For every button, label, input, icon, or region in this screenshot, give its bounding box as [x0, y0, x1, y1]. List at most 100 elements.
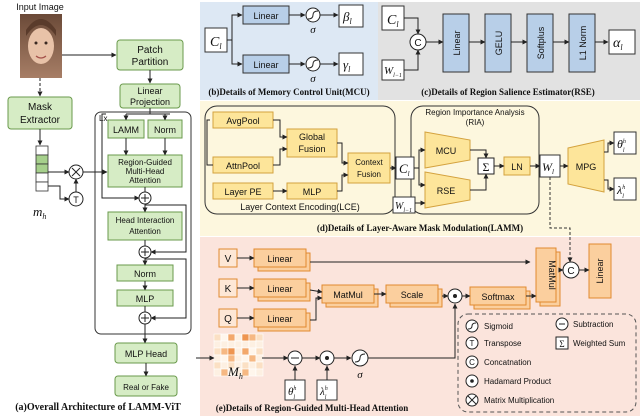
legend-concat-icon: C: [465, 355, 479, 369]
svg-text:C: C: [414, 38, 421, 49]
weighted-sum-operator-d: Σ: [477, 157, 495, 175]
mask-grid-cell: [213, 333, 222, 342]
mask-grid-cell: [241, 361, 250, 370]
mcu-sigmoid-1-icon: [305, 7, 321, 23]
global-fusion-line2: Fusion: [298, 144, 325, 154]
mcu-linear1-label: Linear: [253, 11, 278, 21]
input-image-label: Input Image: [16, 2, 64, 12]
rse-gelu-label: GELU: [494, 31, 504, 56]
mask-grid-cell: [220, 340, 229, 349]
matmul2-stack: [535, 247, 561, 307]
mpg-label: MPG: [576, 162, 597, 172]
mask-grid-cell: [241, 368, 250, 377]
ln-label: LN: [511, 162, 523, 172]
softmax-label: Softmax: [481, 292, 515, 302]
linear-q-label: Linear: [267, 314, 292, 324]
context-fusion-line2: Fusion: [357, 170, 381, 179]
mcu-cl-label: Cl: [210, 35, 222, 51]
encoder-block-frame: [94, 111, 192, 335]
mask-grid-cell: [241, 333, 250, 342]
mask-grid-cell: [220, 347, 229, 356]
rse-linear-box: [442, 13, 470, 73]
mask-grid-cell: [248, 361, 257, 370]
mask-grid-cell: [213, 361, 222, 370]
mask-grid-cell: [220, 354, 229, 363]
linear-projection-line2: Projection: [130, 97, 170, 107]
mcu-beta-box: [338, 4, 364, 28]
softmax-stack: [469, 286, 531, 310]
panel-b-caption: (b)Details of Memory Control Unit(MCU): [208, 87, 369, 97]
mask-grid-cell: [248, 340, 257, 349]
mlp-head-label: MLP Head: [125, 349, 167, 359]
mask-grid-cell: [234, 347, 243, 356]
svg-text:Σ: Σ: [483, 160, 490, 174]
mpg-trapezoid: [567, 139, 605, 193]
v-label: V: [225, 254, 232, 265]
legend-subtraction-label: Subtraction: [573, 320, 613, 329]
lamm-label: LAMM: [113, 125, 139, 135]
rse-trapezoid: [424, 171, 471, 209]
hia-line2: Attention: [129, 227, 161, 236]
mask-grid-cell: [220, 361, 229, 370]
lce-frame: [204, 105, 396, 215]
legend-matmul-label: Matrix Multiplication: [484, 396, 554, 405]
mask-grid-cell: [248, 368, 257, 377]
legend-concat-label: Concatnation: [484, 358, 531, 367]
mcu-sigma-1: σ: [310, 24, 316, 36]
matmul1-stack: [321, 284, 379, 308]
rgmha-line1: Region-Guided: [118, 158, 172, 167]
rse-gelu-box: [484, 13, 512, 73]
mask-grid-cell: [227, 347, 236, 356]
context-fusion-line1: Context: [355, 158, 383, 167]
q-label: Q: [224, 314, 232, 325]
mask-grid-cell: [234, 340, 243, 349]
rse-l1norm-box: [568, 13, 596, 73]
norm2-label: Norm: [134, 269, 156, 279]
mask-grid-cell: [255, 347, 264, 356]
residual-add-3: [138, 311, 152, 325]
mask-grid-cell: [234, 333, 243, 342]
mask-extractor-line1: Mask: [28, 102, 53, 113]
mask-grid-cell: [255, 368, 264, 377]
mh-label-a: mh: [33, 204, 46, 221]
linear-k-label: Linear: [267, 284, 292, 294]
patch-partition-line2: Partition: [132, 57, 169, 68]
mcu-sigmoid-2-icon: [305, 56, 321, 72]
mask-grid-cell: [220, 333, 229, 342]
global-fusion-line1: Global: [299, 132, 325, 142]
mcu-beta-label: βl: [342, 9, 352, 26]
lce-caption: Layer Context Encoding(LCE): [240, 202, 360, 212]
matmul2-label: MatMul: [547, 260, 557, 290]
real-or-fake-label: Real or Fake: [123, 383, 169, 392]
mcu-trapezoid: [424, 131, 471, 169]
ria-title-line1: Region Importance Analysis: [425, 108, 524, 117]
legend-sigmoid-icon: [465, 319, 479, 333]
panel-d-caption: (d)Details of Layer-Aware Mask Modulatio…: [317, 223, 523, 233]
mask-grid-cell: [227, 354, 236, 363]
layerpe-label: Layer PE: [224, 187, 261, 197]
mask-grid-cell: [213, 347, 222, 356]
mask-grid-cell: [234, 354, 243, 363]
legend-weighted-sum-label: Weighted Sum: [573, 339, 626, 348]
lamm-cl-label: Cl: [399, 161, 410, 178]
mlp-label-d: MLP: [303, 187, 322, 197]
rse-trap-label: RSE: [437, 186, 456, 196]
residual-add-2: [138, 245, 152, 259]
attn-sigma: σ: [357, 369, 363, 381]
mh-label-e: Mh: [227, 364, 243, 381]
legend-frame: [457, 313, 637, 413]
mask-extractor-line2: Extractor: [20, 115, 61, 126]
matmul-operator-a: [68, 164, 84, 180]
mask-grid-cell: [255, 340, 264, 349]
mask-grid-cell: [227, 333, 236, 342]
legend-matmul-icon: [465, 393, 479, 407]
mcu-sigma-2: σ: [310, 73, 316, 85]
rgmha-box: [107, 154, 183, 188]
hadamard-operator-e2: [319, 350, 335, 366]
context-fusion-box: [347, 152, 391, 184]
mask-grid-cell: [213, 354, 222, 363]
linear-out-label: Linear: [595, 258, 605, 283]
